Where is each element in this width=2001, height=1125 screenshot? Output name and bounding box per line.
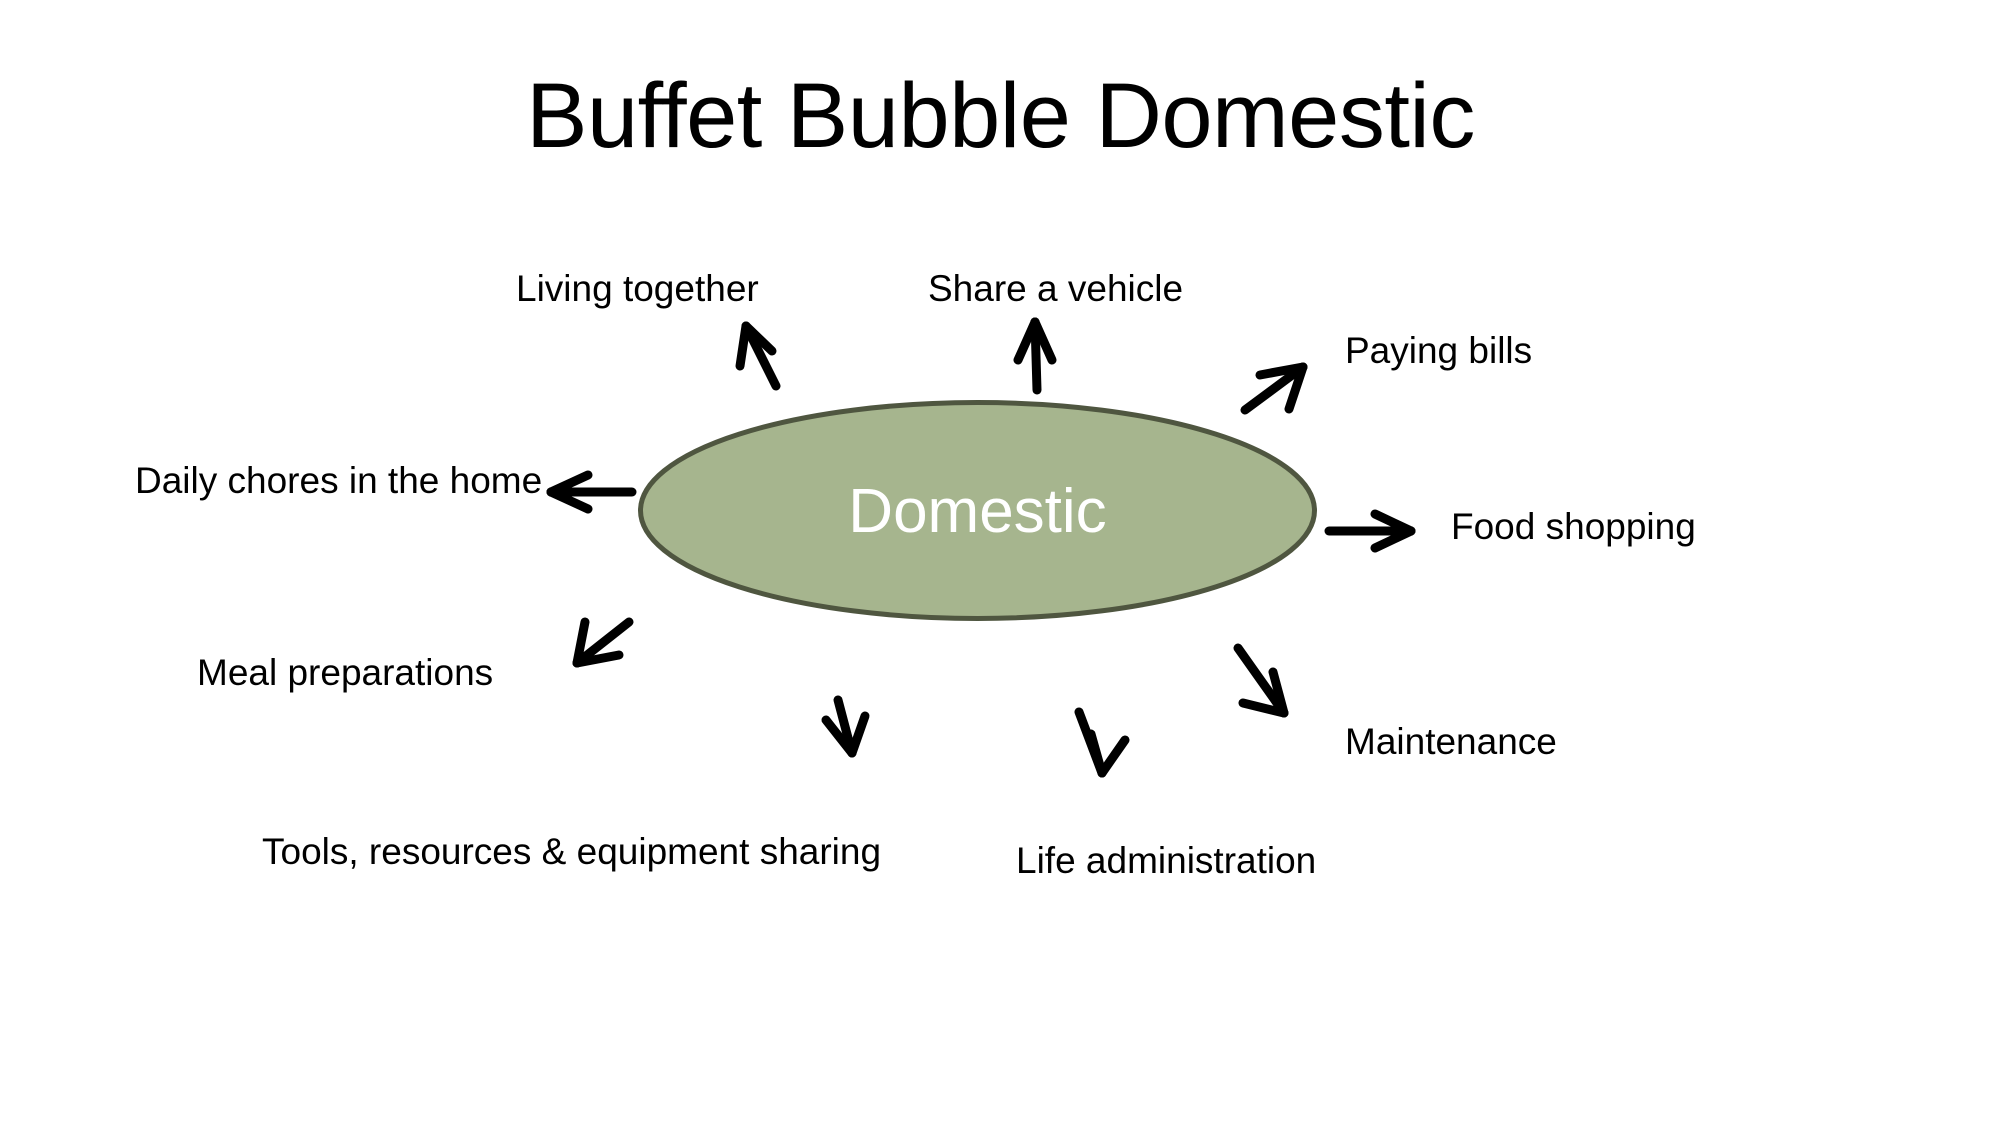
arrow-maintenance <box>1233 643 1289 718</box>
arrow-tools-sharing <box>821 695 870 758</box>
central-bubble-ellipse[interactable] <box>638 400 1317 621</box>
page-title: Buffet Bubble Domestic <box>526 65 1475 167</box>
spoke-label-meal-preparations[interactable]: Meal preparations <box>197 652 494 693</box>
spoke-label-share-a-vehicle[interactable]: Share a vehicle <box>928 268 1184 309</box>
arrow-paying-bills <box>1240 362 1308 415</box>
spoke-label-daily-chores-in-the-home[interactable]: Daily chores in the home <box>135 460 543 501</box>
spoke-label-food-shopping[interactable]: Food shopping <box>1451 506 1696 547</box>
arrow-food-shopping <box>1324 509 1416 553</box>
arrow-daily-chores <box>546 470 637 514</box>
arrow-share-a-vehicle <box>1013 317 1057 395</box>
arrow-meal-preparations <box>572 617 634 668</box>
arrow-living-together <box>735 321 781 391</box>
arrow-life-administration <box>1074 707 1130 778</box>
spoke-label-paying-bills[interactable]: Paying bills <box>1345 330 1533 371</box>
spoke-label-tools-resources-equipment-sharing[interactable]: Tools, resources & equipment sharing <box>262 831 882 872</box>
central-bubble-label: Domestic <box>848 477 1107 546</box>
spoke-label-maintenance[interactable]: Maintenance <box>1345 721 1557 762</box>
spoke-label-life-administration[interactable]: Life administration <box>1016 840 1317 881</box>
spoke-label-living-together[interactable]: Living together <box>516 268 759 309</box>
